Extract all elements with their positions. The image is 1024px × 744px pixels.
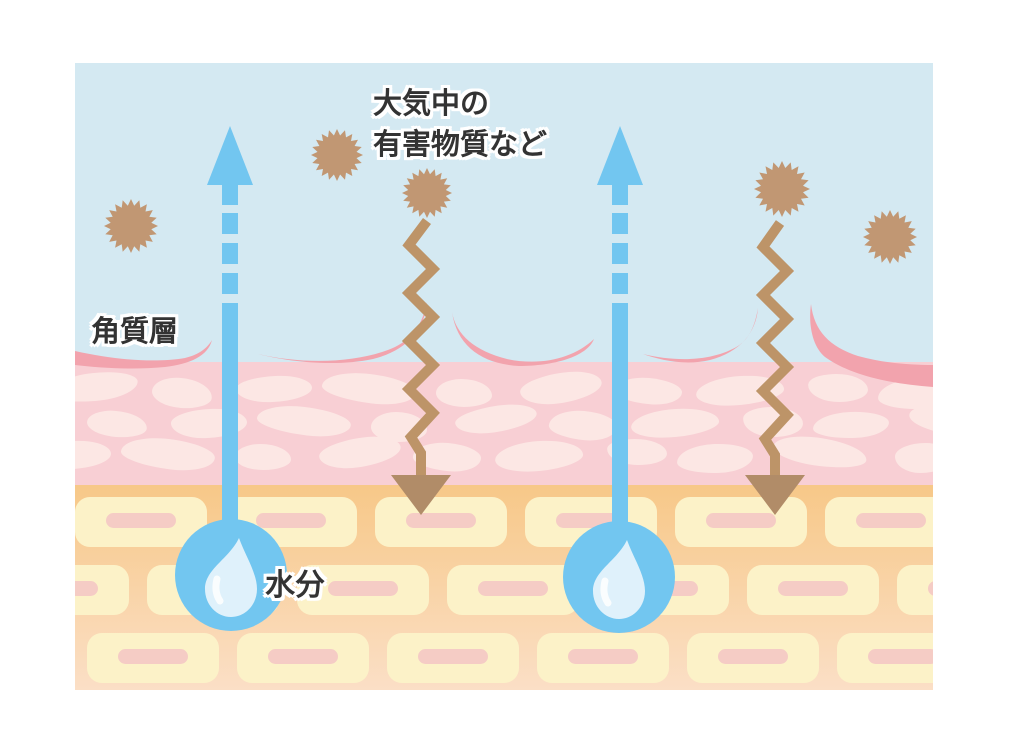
pollutant-particle-icon: [311, 129, 363, 181]
dermis-cell-nucleus: [478, 581, 548, 596]
dermis-cell-nucleus: [718, 649, 788, 664]
surface-crack-icon: [75, 340, 212, 369]
dermis-cell-nucleus: [106, 513, 176, 528]
dermis-cell-nucleus: [856, 513, 926, 528]
dermis-cell: [897, 565, 933, 615]
diagram-overlay: [75, 126, 933, 633]
pollutant-particle-icon: [754, 161, 810, 217]
dermis-cell-nucleus: [268, 649, 338, 664]
corneocyte-cell: [436, 379, 492, 407]
corneocyte-cell: [235, 444, 291, 470]
pollutant-particle-icon: [863, 210, 917, 264]
water-drop-icon: [175, 519, 287, 631]
dermis-cell-nucleus: [328, 581, 398, 596]
moisture-label: 水分: [265, 568, 325, 603]
atmosphere-pollutant-label-line1: 大気中の: [373, 86, 490, 120]
pollutant-particle-icon: [402, 168, 452, 218]
evaporation-arrow-icon: [207, 126, 253, 578]
atmosphere-pollutant-label: 大気中の 有害物質など: [373, 83, 547, 165]
surface-crack-icon: [258, 302, 427, 364]
dermis-cell-nucleus: [706, 513, 776, 528]
dermis-cell-nucleus: [75, 581, 98, 596]
corneocyte-cell: [895, 443, 933, 473]
surface-crack-icon: [810, 304, 933, 387]
skin-diagram: 大気中の 有害物質など 角質層 水分: [75, 63, 933, 690]
surface-crack-icon: [643, 308, 758, 363]
dermis-cell-nucleus: [406, 513, 476, 528]
dermis-cell-nucleus: [778, 581, 848, 596]
dermis-cell-nucleus: [118, 649, 188, 664]
dermis-cell-nucleus: [868, 649, 933, 664]
water-drop-icon: [563, 521, 675, 633]
stratum-corneum-layer: [75, 362, 933, 485]
atmosphere-pollutant-label-line2: 有害物質など: [373, 127, 548, 161]
stratum-corneum-label: 角質層: [91, 314, 179, 348]
dermis-cell-nucleus: [418, 649, 488, 664]
dermis-cell-nucleus: [256, 513, 326, 528]
pollutant-particle-icon: [104, 199, 158, 253]
dermis-cell-nucleus: [568, 649, 638, 664]
evaporation-arrow-icon: [597, 126, 643, 580]
penetration-arrow-icon: [745, 220, 805, 515]
dermis-cell-nucleus: [928, 581, 933, 596]
penetration-arrow-icon: [391, 218, 451, 515]
surface-crack-icon: [452, 312, 594, 366]
